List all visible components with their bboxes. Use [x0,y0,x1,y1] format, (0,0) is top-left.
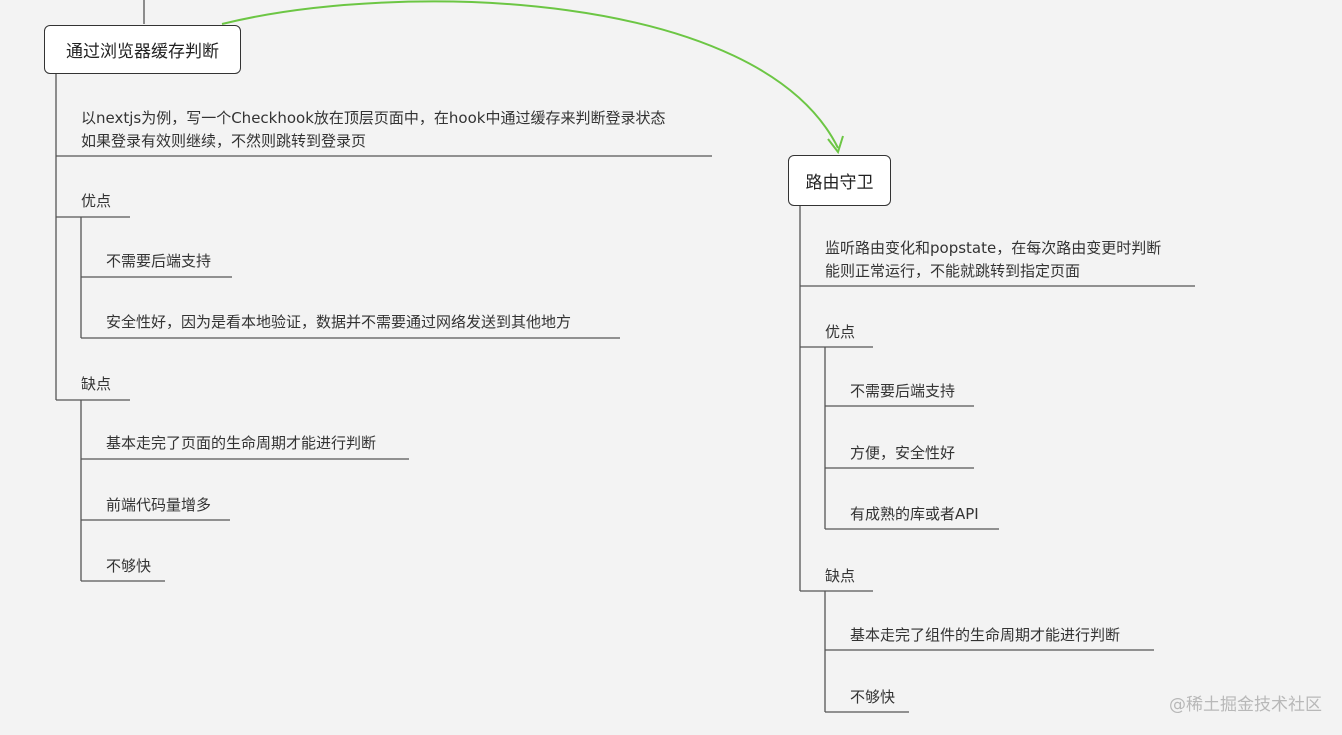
left-description-line-2: 如果登录有效则继续，不然则跳转到登录页 [81,132,367,150]
right-root-node[interactable]: 路由守卫 [788,155,891,206]
right-cons-label[interactable]: 缺点 [825,567,856,585]
right-pro-item-2[interactable]: 方便，安全性好 [850,444,956,462]
right-con-item-1[interactable]: 基本走完了组件的生命周期才能进行判断 [850,626,1121,644]
right-con-item-2[interactable]: 不够快 [850,688,896,706]
relation-arrow-path [221,0,839,149]
left-cons-label[interactable]: 缺点 [81,375,112,393]
left-description-line-1: 以nextjs为例，写一个Checkhook放在顶层页面中，在hook中通过缓存… [81,109,666,127]
left-description[interactable]: 以nextjs为例，写一个Checkhook放在顶层页面中，在hook中通过缓存… [81,107,665,153]
left-root-node[interactable]: 通过浏览器缓存判断 [44,25,241,74]
right-description-line-1: 监听路由变化和popstate，在每次路由变更时判断 [825,239,1162,257]
right-pros-label[interactable]: 优点 [825,323,856,341]
left-root-label: 通过浏览器缓存判断 [66,42,219,62]
left-pro-item-1[interactable]: 不需要后端支持 [106,252,212,270]
watermark: @稀土掘金技术社区 [1169,695,1322,715]
right-pro-item-1[interactable]: 不需要后端支持 [850,382,956,400]
left-con-item-3[interactable]: 不够快 [106,557,152,575]
left-pro-item-2[interactable]: 安全性好，因为是看本地验证，数据并不需要通过网络发送到其他地方 [106,313,572,331]
right-description-line-2: 能则正常运行，不能就跳转到指定页面 [825,262,1081,280]
left-con-item-2[interactable]: 前端代码量增多 [106,496,212,514]
left-con-item-1[interactable]: 基本走完了页面的生命周期才能进行判断 [106,434,377,452]
right-root-label: 路由守卫 [805,173,874,193]
arrowhead-icon [827,135,844,155]
left-pros-label[interactable]: 优点 [81,192,112,210]
right-description[interactable]: 监听路由变化和popstate，在每次路由变更时判断 能则正常运行，不能就跳转到… [825,237,1161,283]
right-pro-item-3[interactable]: 有成熟的库或者API [850,505,979,523]
